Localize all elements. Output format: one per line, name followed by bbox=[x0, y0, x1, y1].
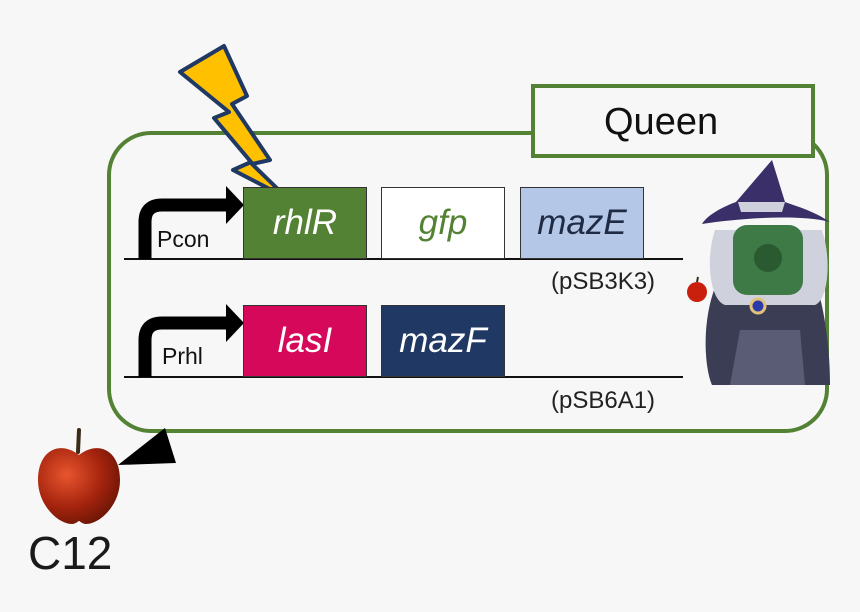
diagram-title: Queen bbox=[604, 101, 719, 143]
plasmid-label-1: (pSB3K3) bbox=[551, 268, 656, 295]
promoter-label-pcon: Pcon bbox=[157, 226, 210, 252]
apple-icon bbox=[38, 428, 120, 524]
promoter-label-prhl: Prhl bbox=[162, 343, 203, 369]
plasmid-label-2: (pSB6A1) bbox=[551, 387, 656, 414]
witch-character-icon bbox=[687, 160, 830, 385]
cell-outline bbox=[107, 131, 829, 433]
promoter-arrow-icon bbox=[138, 186, 244, 259]
gene-gfp: gfp bbox=[381, 187, 505, 259]
gene-label: lasI bbox=[277, 321, 333, 360]
gene-label: mazE bbox=[537, 203, 627, 242]
gene-label: gfp bbox=[418, 203, 468, 242]
promoter-arrow-icon bbox=[138, 304, 244, 377]
gene-mazF: mazF bbox=[381, 305, 505, 377]
gene-label: mazF bbox=[399, 321, 487, 360]
secretion-pointer bbox=[118, 428, 176, 465]
molecule-label: C12 bbox=[28, 527, 113, 579]
gene-mazE: mazE bbox=[520, 187, 644, 259]
gene-rhlR: rhlR bbox=[243, 187, 367, 259]
title-box bbox=[531, 84, 815, 158]
lightning-icon bbox=[178, 44, 289, 200]
gene-label: rhlR bbox=[272, 203, 338, 242]
gene-lasI: lasI bbox=[243, 305, 367, 377]
